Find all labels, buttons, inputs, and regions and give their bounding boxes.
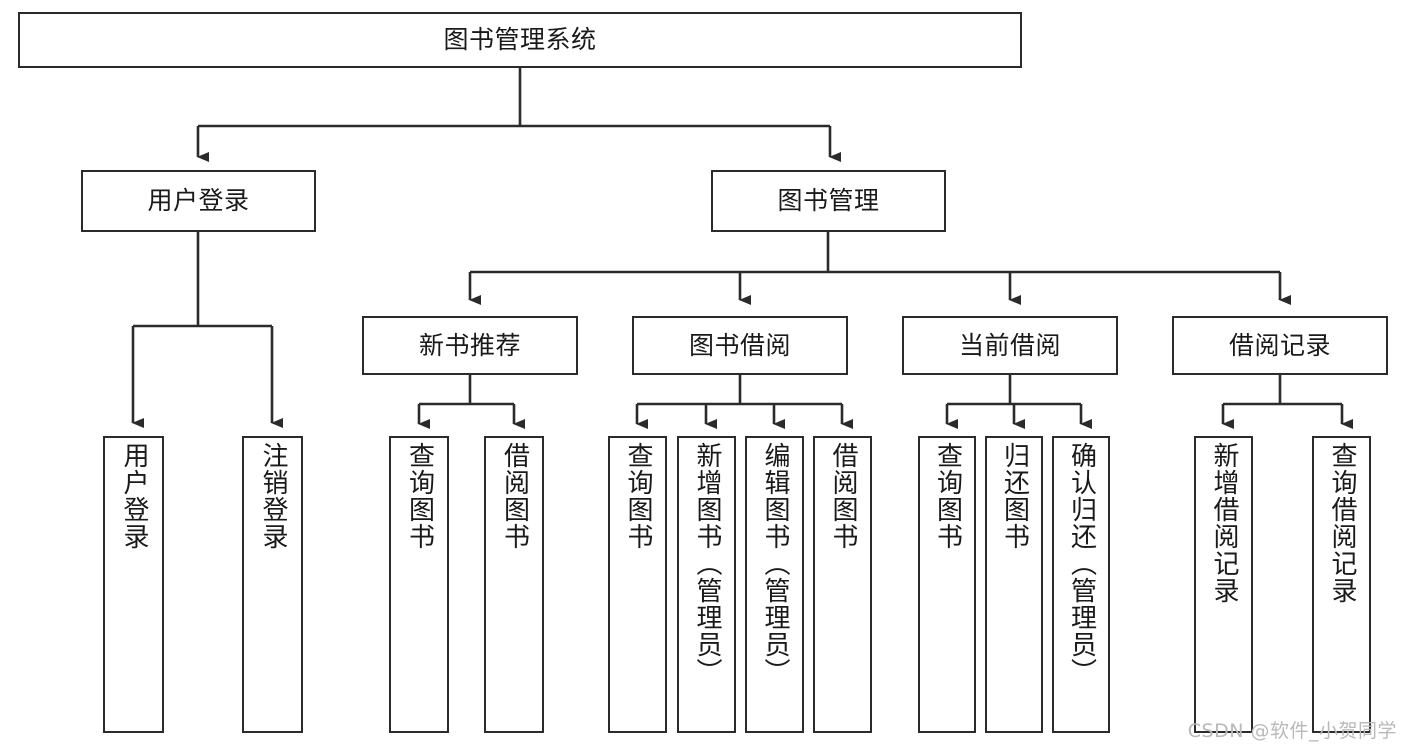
node-label: 借阅图书 [499, 442, 530, 550]
node-leaf-add-book[interactable]: 新增图书（管理员） [677, 436, 736, 733]
node-label: 查询图书 [404, 442, 435, 550]
node-label: 查询借阅记录 [1327, 442, 1358, 604]
node-label: 图书管理系统 [443, 25, 597, 55]
node-label: 用户登录 [119, 442, 150, 550]
node-leaf-query-book-1[interactable]: 查询图书 [389, 436, 449, 733]
node-label: 新增借阅记录 [1209, 442, 1240, 604]
node-leaf-borrow-book-1[interactable]: 借阅图书 [484, 436, 544, 733]
node-borrow-record[interactable]: 借阅记录 [1172, 316, 1388, 375]
node-leaf-query-record[interactable]: 查询借阅记录 [1312, 436, 1371, 733]
node-leaf-user-logout[interactable]: 注销登录 [242, 436, 303, 733]
node-leaf-borrow-book-2[interactable]: 借阅图书 [813, 436, 872, 733]
node-label: 编辑图书（管理员） [760, 442, 791, 685]
node-label: 图书管理 [777, 186, 880, 216]
node-label: 注销登录 [258, 442, 289, 550]
node-leaf-query-book-3[interactable]: 查询图书 [918, 436, 976, 733]
node-leaf-query-book-2[interactable]: 查询图书 [608, 436, 667, 733]
node-leaf-confirm-return[interactable]: 确认归还（管理员） [1052, 436, 1110, 733]
node-label: 确认归还（管理员） [1066, 442, 1097, 685]
node-label: 借阅记录 [1228, 330, 1331, 360]
node-label: 查询图书 [623, 442, 654, 550]
node-label: 用户登录 [147, 186, 250, 216]
node-label: 查询图书 [932, 442, 963, 550]
node-user-login[interactable]: 用户登录 [81, 170, 316, 232]
node-label: 借阅图书 [828, 442, 859, 550]
node-leaf-user-login[interactable]: 用户登录 [103, 436, 164, 733]
node-root-book-management-system[interactable]: 图书管理系统 [18, 12, 1022, 68]
node-leaf-edit-book[interactable]: 编辑图书（管理员） [745, 436, 804, 733]
node-label: 新书推荐 [418, 330, 521, 360]
node-book-manage[interactable]: 图书管理 [711, 170, 946, 232]
node-label: 新增图书（管理员） [692, 442, 723, 685]
node-leaf-add-record[interactable]: 新增借阅记录 [1194, 436, 1253, 733]
node-label: 当前借阅 [958, 330, 1061, 360]
node-new-book-recommend[interactable]: 新书推荐 [362, 316, 578, 375]
node-label: 图书借阅 [688, 330, 791, 360]
node-label: 归还图书 [999, 442, 1030, 550]
node-leaf-return-book[interactable]: 归还图书 [985, 436, 1043, 733]
node-current-borrow[interactable]: 当前借阅 [902, 316, 1118, 375]
node-book-borrow[interactable]: 图书借阅 [632, 316, 848, 375]
